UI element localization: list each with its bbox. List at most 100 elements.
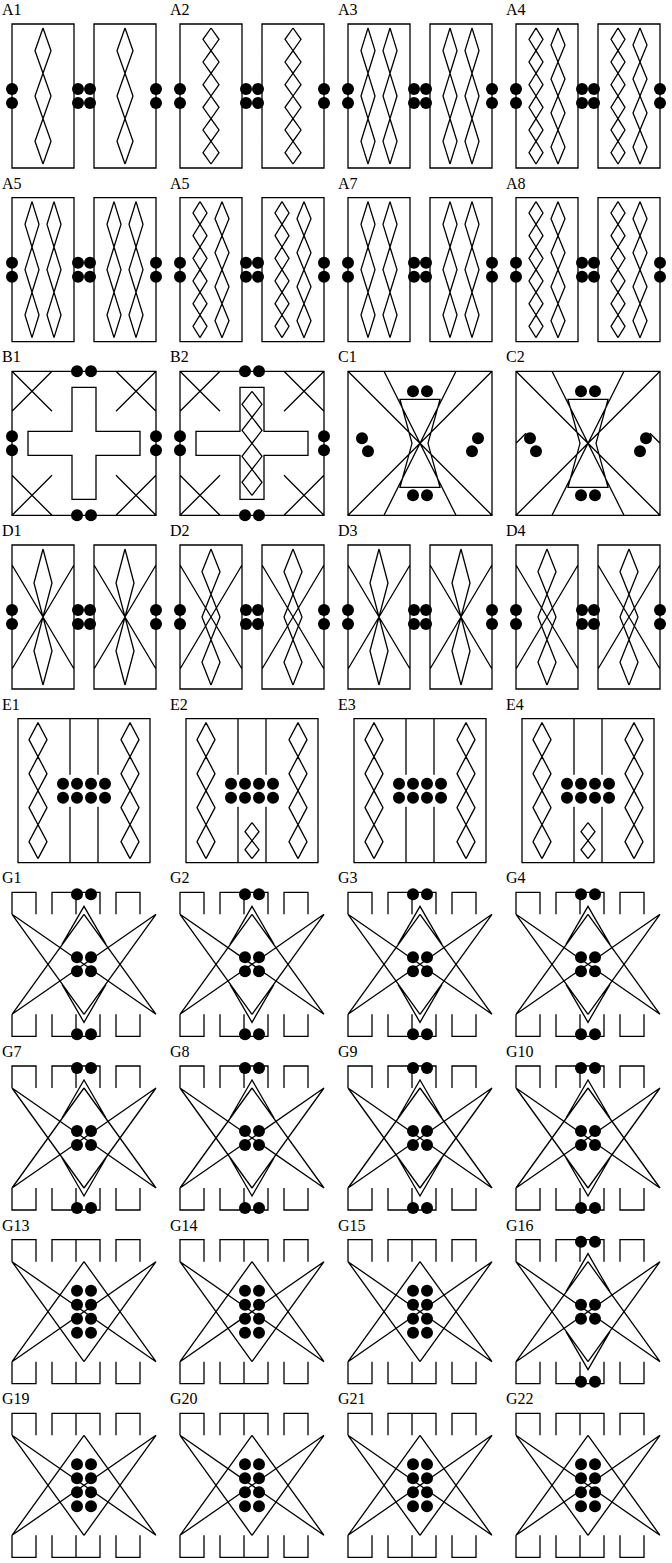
dot [85, 1299, 97, 1311]
dot [362, 445, 374, 457]
dot [589, 489, 601, 501]
dot [561, 778, 573, 790]
dot [421, 1139, 433, 1151]
dot [71, 1285, 83, 1297]
dot [575, 1299, 587, 1311]
figure-label: A5 [170, 175, 190, 193]
dot [253, 792, 265, 804]
dot [85, 1500, 97, 1512]
dot [407, 1028, 419, 1040]
knot-figure [180, 545, 324, 689]
dot [150, 444, 162, 456]
knot-figure [180, 892, 324, 1036]
dot [421, 1472, 433, 1484]
knot-figure [348, 198, 492, 342]
dot [253, 1285, 265, 1297]
knot-figure [12, 24, 156, 168]
dot [407, 1299, 419, 1311]
dot [174, 444, 186, 456]
dot [253, 888, 265, 900]
dot [71, 509, 83, 521]
dot [421, 1327, 433, 1339]
dot [640, 432, 652, 444]
figure-label: G14 [170, 1217, 198, 1235]
dot [253, 1458, 265, 1470]
dot [239, 951, 251, 963]
dot [407, 1458, 419, 1470]
dot [589, 385, 601, 397]
dot [575, 1313, 587, 1325]
dot [253, 1139, 265, 1151]
dot [589, 1313, 601, 1325]
dot [253, 509, 265, 521]
dot [239, 1313, 251, 1325]
dot [421, 1299, 433, 1311]
knot-figure [12, 1240, 156, 1384]
figure-label: E1 [2, 696, 20, 714]
dot [407, 792, 419, 804]
dot [575, 489, 587, 501]
dot [575, 1062, 587, 1074]
dot [524, 432, 536, 444]
dot [589, 778, 601, 790]
knot-figure [516, 198, 660, 342]
dot [407, 1472, 419, 1484]
knot-figure [12, 371, 156, 515]
dot [421, 489, 433, 501]
figure-label: A3 [338, 1, 358, 19]
dot [85, 509, 97, 521]
dot [71, 1139, 83, 1151]
figure-label: B2 [170, 348, 189, 366]
dot [575, 951, 587, 963]
knot-figure [348, 1413, 492, 1557]
dot [71, 778, 83, 790]
dot [85, 1125, 97, 1137]
dot [421, 778, 433, 790]
dot [85, 1458, 97, 1470]
dot [239, 888, 251, 900]
figure-label: G8 [170, 1043, 190, 1061]
dot [575, 778, 587, 790]
dot [589, 1458, 601, 1470]
knot-figure [516, 371, 660, 515]
dot [239, 1500, 251, 1512]
dot [6, 444, 18, 456]
dot [71, 1062, 83, 1074]
dot [407, 1327, 419, 1339]
knot-figure [516, 1066, 660, 1210]
figure-label: D3 [338, 522, 358, 540]
dot [239, 1202, 251, 1214]
dot [239, 1062, 251, 1074]
dot [267, 778, 279, 790]
dot [267, 792, 279, 804]
dot [85, 778, 97, 790]
figure-label: C1 [338, 348, 357, 366]
dot [85, 1062, 97, 1074]
dot [575, 1486, 587, 1498]
knot-figure [18, 719, 150, 863]
dot [421, 888, 433, 900]
figure-label: D4 [506, 522, 526, 540]
figure-label: G13 [2, 1217, 30, 1235]
dot [99, 778, 111, 790]
figure-label: E4 [506, 696, 524, 714]
dot [407, 1486, 419, 1498]
dot [85, 951, 97, 963]
dot [421, 965, 433, 977]
knot-figure [348, 1066, 492, 1210]
dot [253, 1327, 265, 1339]
knot-figure [516, 1240, 660, 1384]
dot [85, 888, 97, 900]
dot [603, 778, 615, 790]
knot-figure [180, 1240, 324, 1384]
dot [71, 1486, 83, 1498]
dot [71, 1125, 83, 1137]
figure-label: A1 [2, 1, 22, 19]
dot [589, 792, 601, 804]
dot [589, 965, 601, 977]
knot-figure [12, 892, 156, 1036]
dot [71, 792, 83, 804]
dot [71, 1299, 83, 1311]
dot [393, 792, 405, 804]
